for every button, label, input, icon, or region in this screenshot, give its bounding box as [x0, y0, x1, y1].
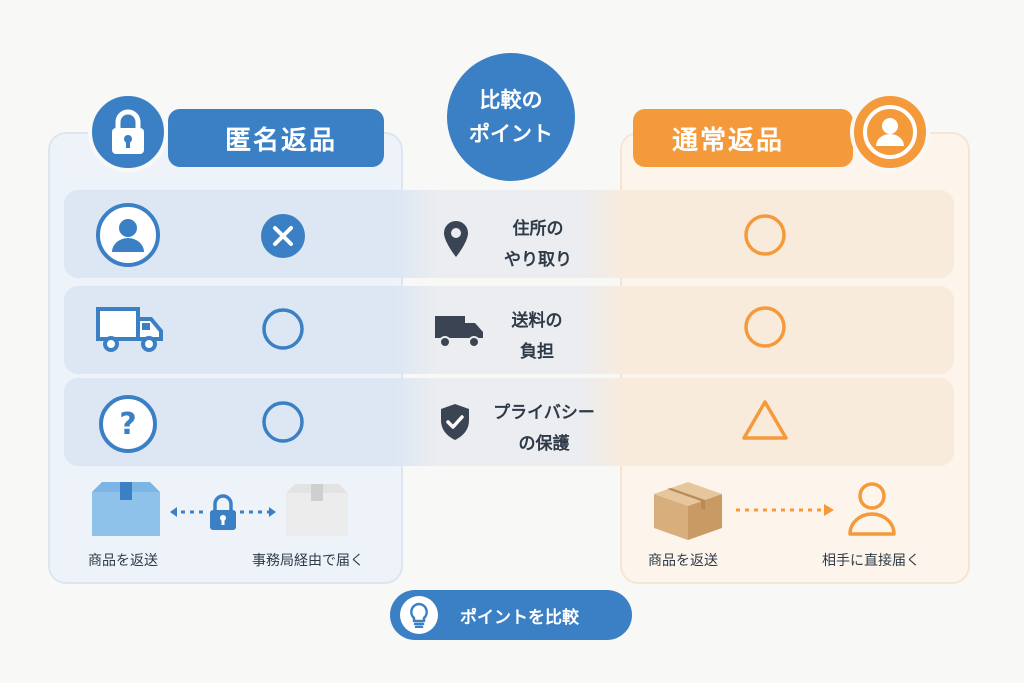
compare-points-label: ポイントを比較 — [460, 607, 579, 628]
compare-points-button[interactable]: ポイントを比較 — [390, 590, 632, 640]
comparison-points-circle: 比較の ポイント — [447, 53, 575, 181]
location-pin-icon — [444, 221, 468, 257]
comparison-row-privacy — [64, 378, 954, 466]
left-to-caption: 事務局経由で届く — [252, 553, 364, 569]
left-from-caption: 商品を返送 — [88, 553, 158, 569]
shield-check-icon — [441, 404, 469, 440]
lock-icon — [170, 494, 276, 530]
svg-text:?: ? — [119, 407, 136, 442]
person-outline-icon — [848, 482, 896, 536]
cross-mark-icon — [261, 214, 305, 258]
anonymous-return-title: 匿名返品 — [168, 109, 384, 167]
person-icon — [850, 92, 930, 172]
triangle-mark-icon — [742, 400, 788, 440]
orange-dashed-arrow — [736, 504, 834, 516]
normal-return-title: 通常返品 — [633, 109, 853, 167]
center-line1: 比較の — [479, 88, 543, 112]
cardboard-box-icon — [654, 482, 722, 540]
criterion-shipping: 送料の 負担 — [511, 311, 563, 362]
center-line2: ポイント — [469, 122, 553, 146]
question-icon: ? — [99, 395, 157, 453]
blue-box-icon — [92, 482, 160, 536]
person-icon — [96, 203, 160, 267]
comparison-row-address — [64, 190, 954, 278]
gray-box-icon — [286, 484, 348, 536]
criterion-privacy: プライバシー の保護 — [493, 403, 595, 454]
circle-mark-icon — [262, 401, 304, 443]
truck-icon — [435, 316, 483, 348]
criterion-address: 住所の やり取り — [504, 219, 572, 270]
right-from-caption: 商品を返送 — [648, 553, 718, 569]
right-to-caption: 相手に直接届く — [822, 553, 920, 569]
lock-icon — [88, 92, 168, 172]
circle-mark-icon — [744, 214, 786, 256]
lightbulb-icon — [400, 596, 438, 634]
circle-mark-icon — [262, 308, 304, 350]
comparison-row-shipping — [64, 286, 954, 374]
truck-icon — [96, 307, 163, 352]
circle-mark-icon — [744, 306, 786, 348]
